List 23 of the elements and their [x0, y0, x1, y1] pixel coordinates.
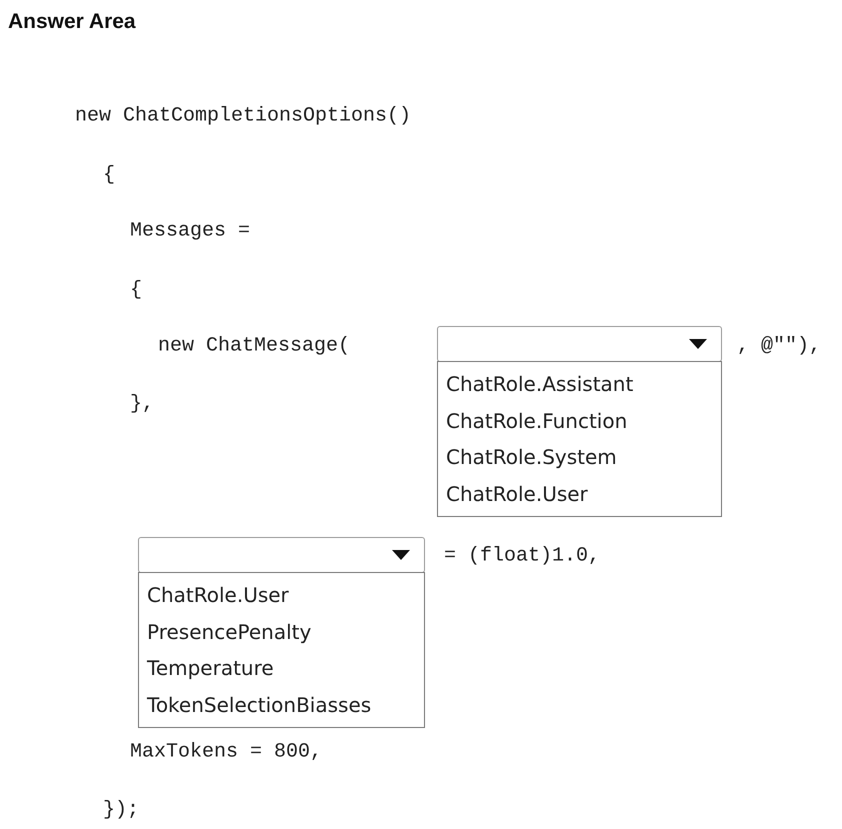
- option-text: Temperature: [147, 656, 274, 680]
- option-text: ChatRole.Function: [446, 408, 628, 433]
- code-line: {: [130, 278, 142, 302]
- title: Answer Area: [8, 10, 136, 34]
- code-line: },: [130, 392, 154, 416]
- code-line: = (float)1.0,: [444, 544, 600, 568]
- code-line: {: [103, 164, 116, 186]
- code-line: Messages =: [130, 220, 250, 242]
- option-text: TokenSelectionBiasses: [147, 692, 372, 717]
- option-text: ChatRole.User: [147, 583, 289, 608]
- dropdown-option-list: [138, 572, 425, 728]
- dropdown-field: [138, 537, 425, 573]
- dropdown-option-list: [437, 361, 722, 517]
- code-line: });: [103, 798, 140, 822]
- code-line: MaxTokens = 800,: [130, 740, 322, 764]
- option-text: ChatRole.User: [446, 482, 588, 506]
- option-text: PresencePenalty: [147, 620, 312, 644]
- dropdown-field: [437, 326, 722, 362]
- option-text: ChatRole.Assistant: [446, 372, 634, 396]
- code-line: , @""),: [737, 334, 822, 358]
- code-line: new ChatMessage(: [158, 334, 350, 358]
- option-text: ChatRole.System: [446, 445, 617, 470]
- code-line: new ChatCompletionsOptions(): [75, 104, 412, 128]
